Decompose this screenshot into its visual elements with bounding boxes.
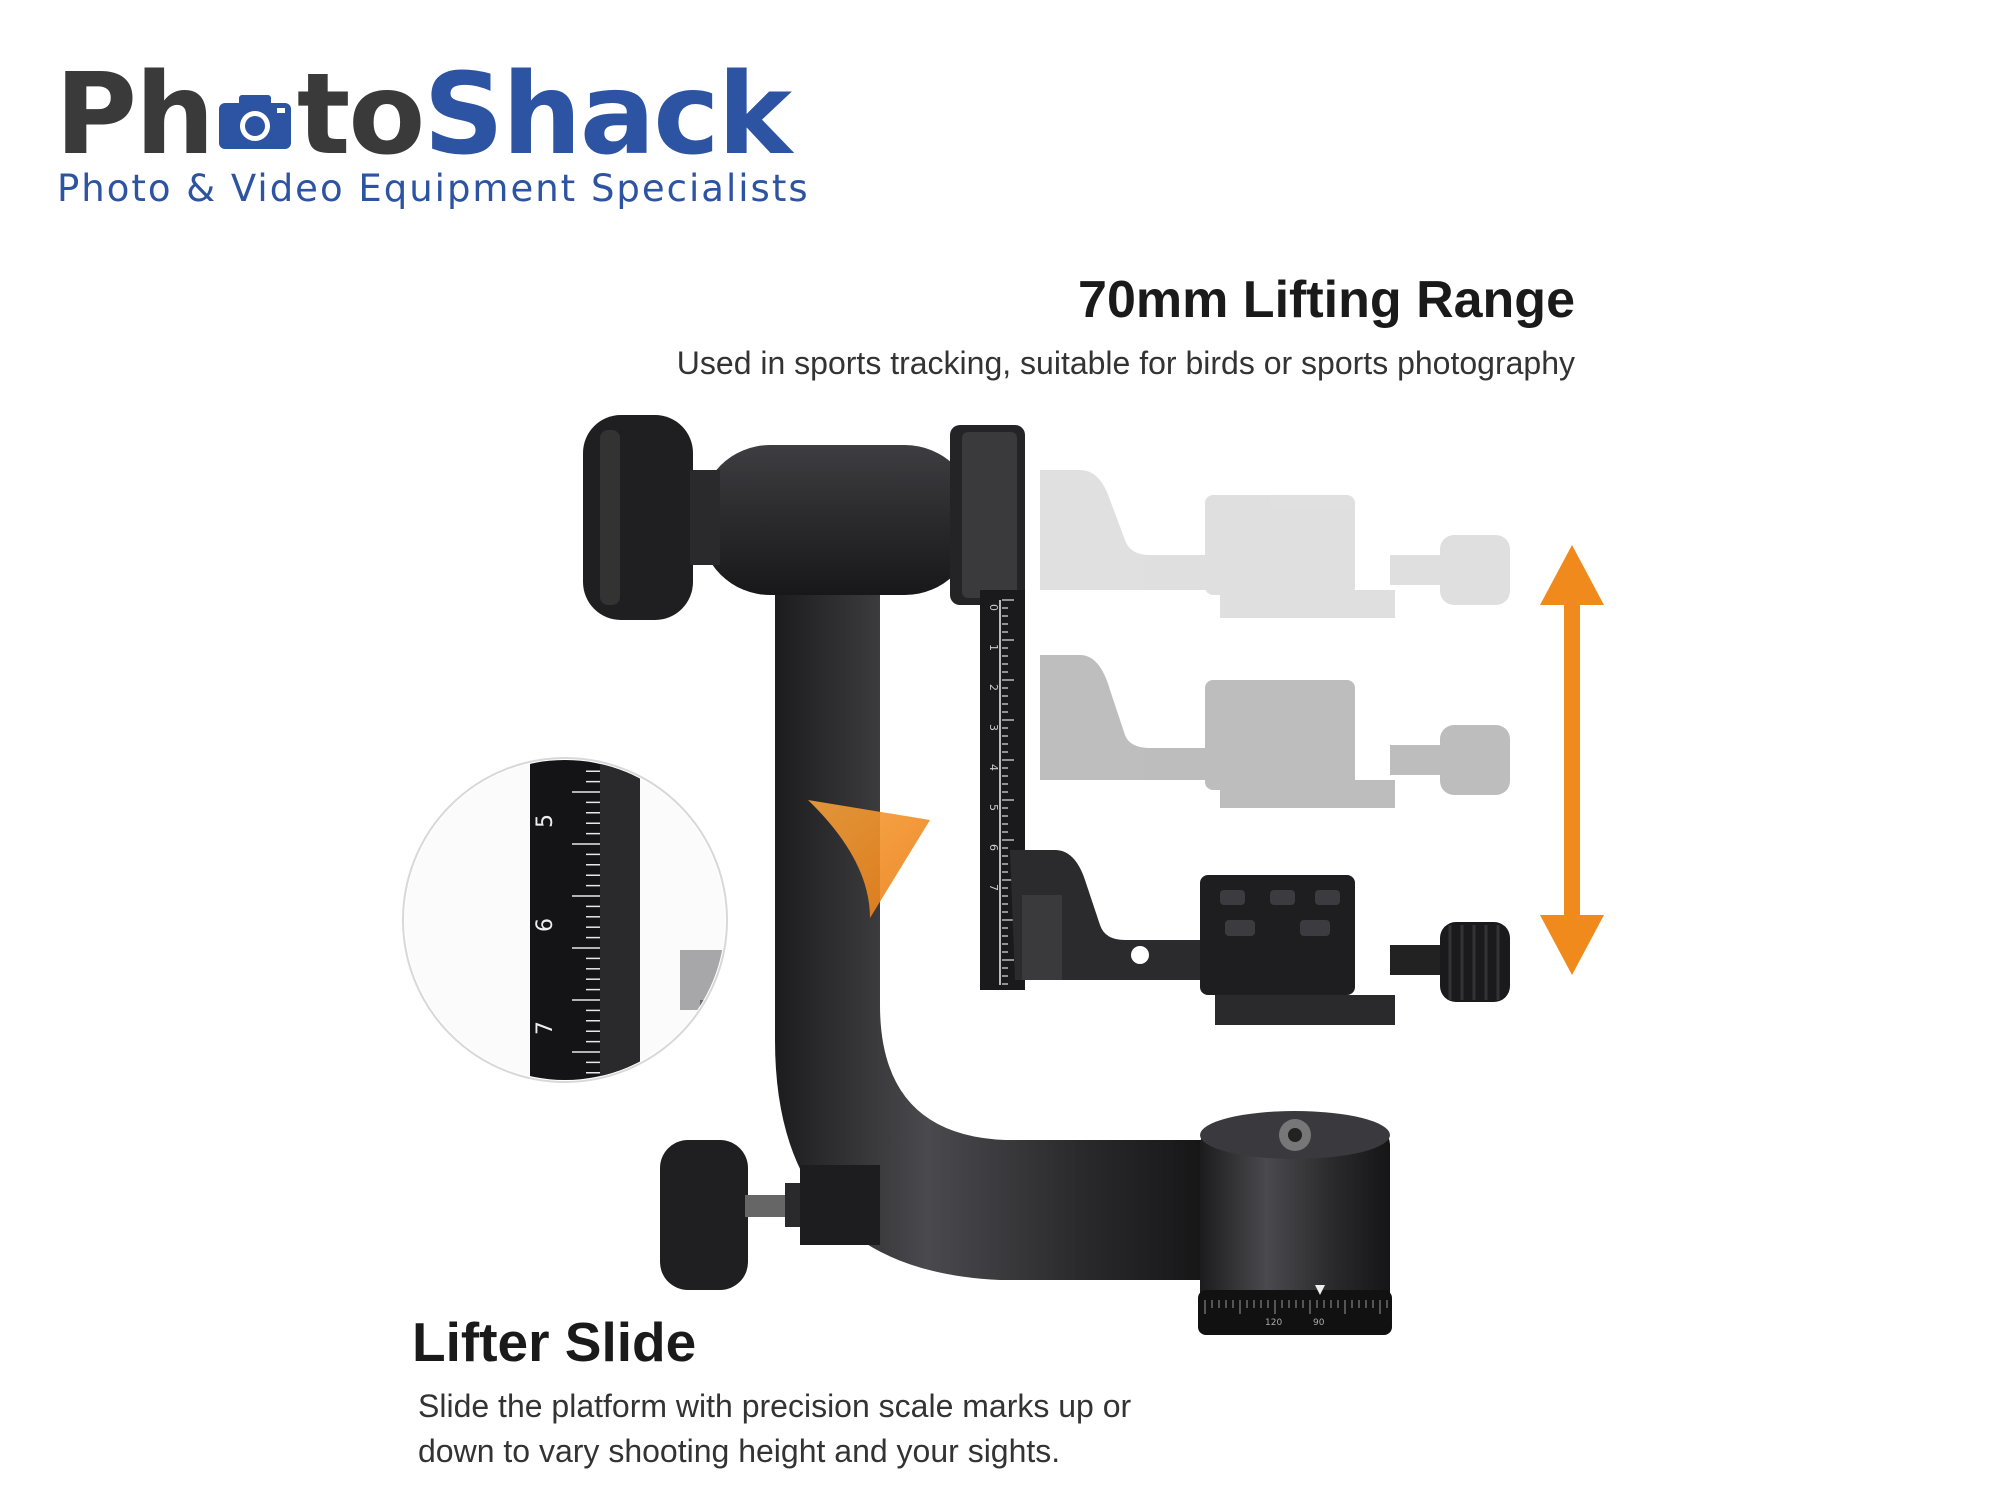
feature-bottom-description-line1: Slide the platform with precision scale … [418,1388,1132,1424]
scale-mark-1: 1 [987,644,1000,651]
gimbal-arm [775,560,1210,1280]
feature-top-title: 70mm Lifting Range [1078,271,1575,329]
scale-mark-4: 4 [987,764,1000,771]
brand-name-part3: Shack [423,50,792,180]
lower-knob[interactable] [660,1140,880,1290]
feature-top-description: Used in sports tracking, suitable for bi… [676,345,1575,381]
scale-mark-0: 0 [987,604,1000,611]
camera-icon [215,55,295,149]
scale-mark-7: 7 [987,884,1000,891]
brand-logo: Ph toShack Photo & Video Equipment Speci… [55,55,808,215]
zoom-mark-6: 6 [533,918,558,932]
scale-labels: 0 1 2 3 4 5 6 7 [987,604,1000,891]
mounting-plate [1010,850,1510,1025]
zoom-mark-7: 7 [533,1021,558,1035]
top-knob[interactable] [583,415,720,620]
top-tube [700,445,975,595]
brand-name-part1: Ph [55,50,215,180]
brand-name-part2: to [296,50,425,180]
base-scale-labels: 120 90 [1265,1318,1325,1328]
scale-zoom-detail: 5 6 7 [402,757,728,1083]
scale-mark-2: 2 [987,684,1000,691]
ghost-plate-top [1040,470,1510,618]
scale-mark-6: 6 [987,844,1000,851]
feature-bottom-description: Slide the platform with precision scale … [418,1384,1318,1474]
scale-mark-3: 3 [987,724,1000,731]
feature-bottom-title: Lifter Slide [412,1311,697,1373]
scale-mark-5: 5 [987,804,1000,811]
base-mark-120: 120 [1265,1318,1282,1328]
brand-wordmark: Ph toShack [55,55,792,175]
base-mark-90: 90 [1313,1318,1325,1328]
zoom-mark-5: 5 [533,814,558,828]
ghost-plate-middle [1040,655,1510,808]
feature-bottom-description-line2: down to vary shooting height and your si… [418,1433,1061,1469]
panning-base [1198,1111,1392,1335]
brand-tagline: Photo & Video Equipment Specialists [57,167,810,210]
double-arrow-icon [1540,545,1604,975]
pointer-arrow-icon [808,800,930,918]
